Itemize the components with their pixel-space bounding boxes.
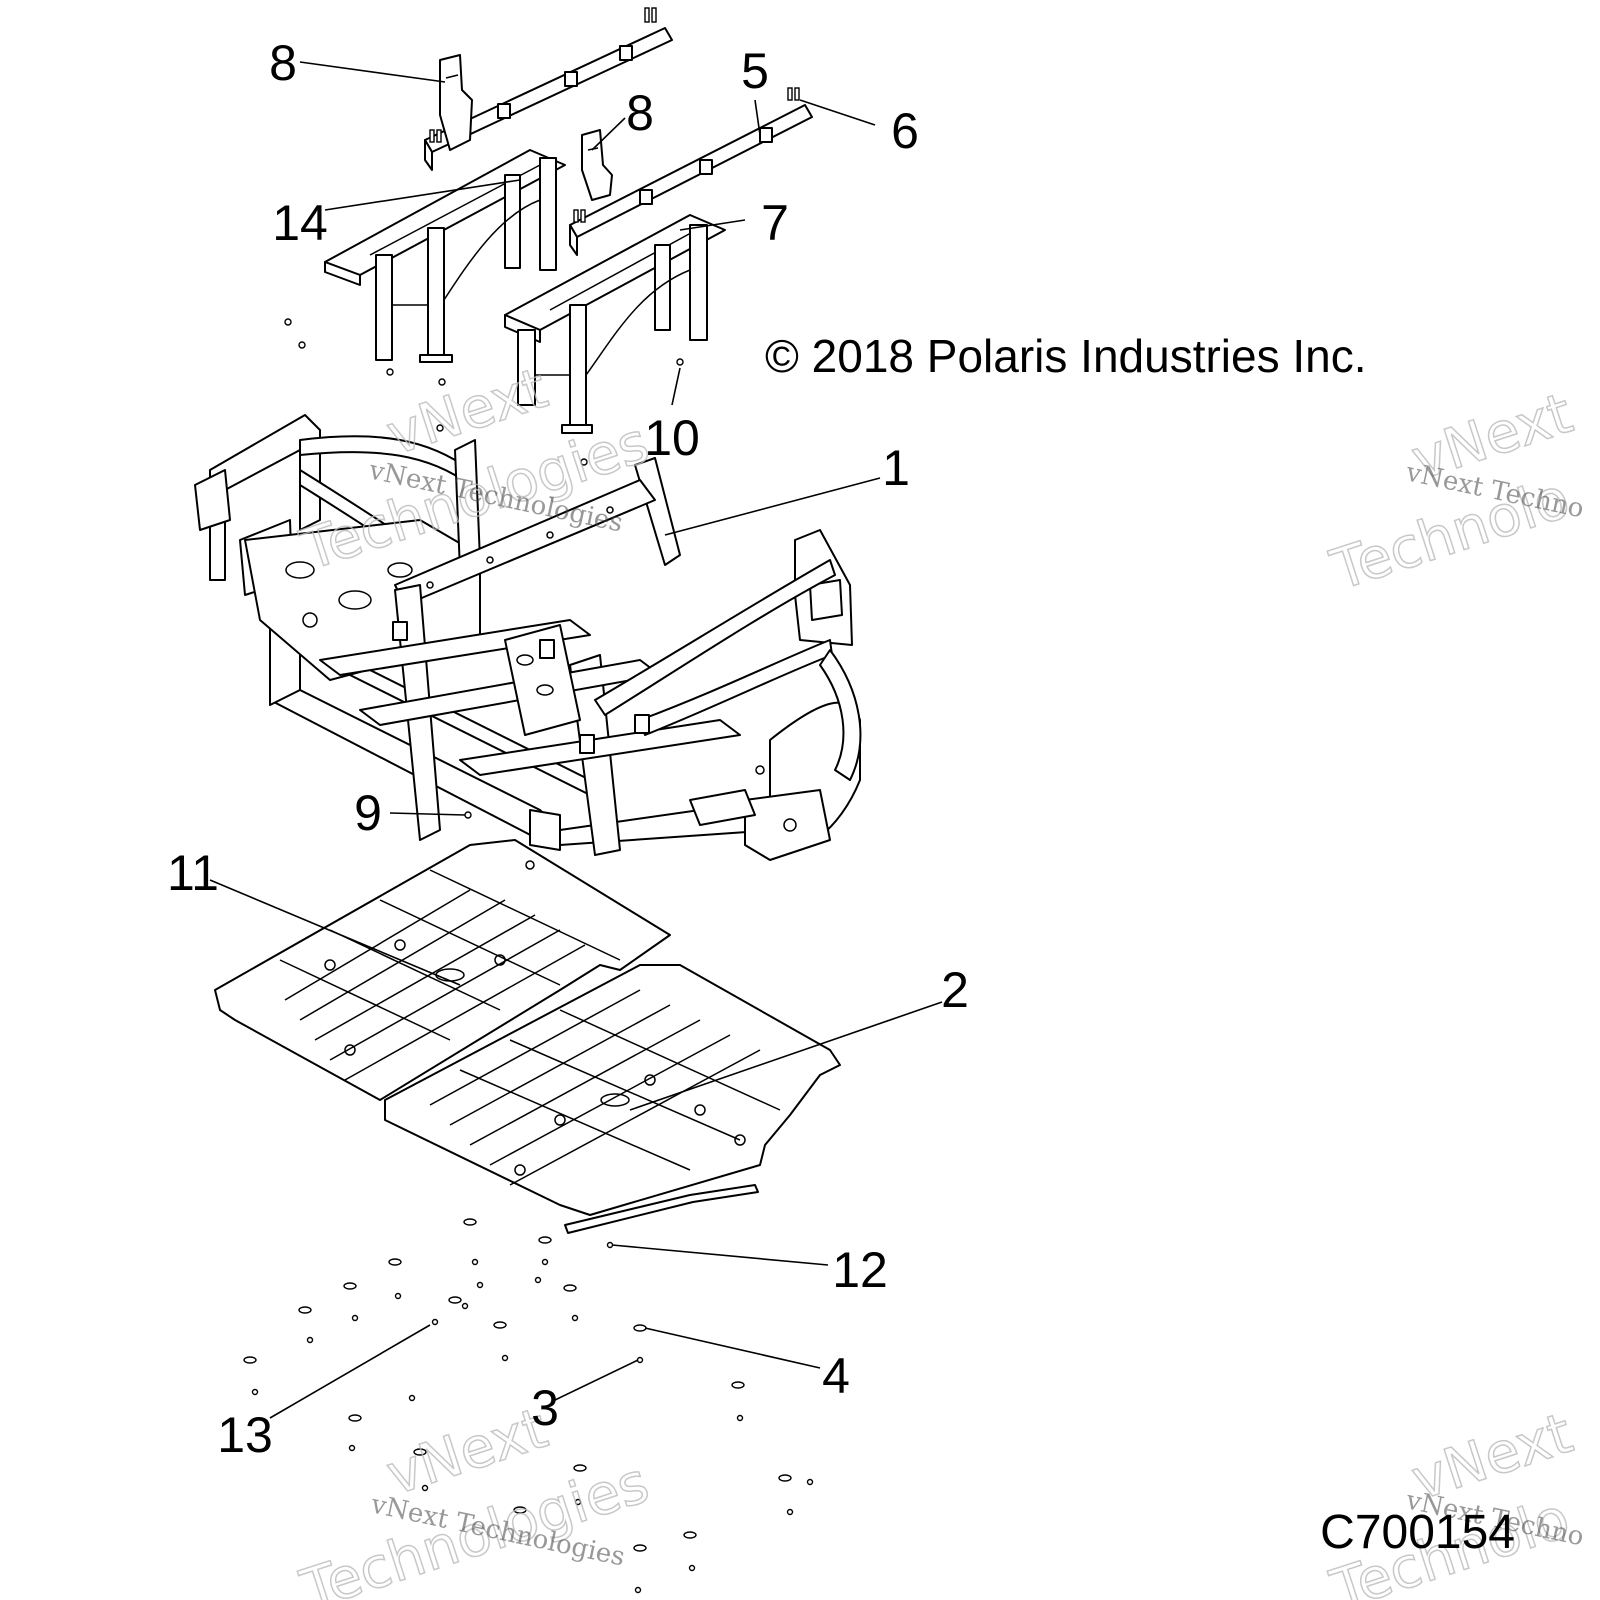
seat-base-right [504, 214, 726, 434]
callout-11: 11 [167, 845, 219, 901]
upper-rail-right [569, 104, 813, 256]
callout-labels: 1 2 3 4 5 6 7 8 8 9 10 11 12 13 14 [167, 35, 969, 1463]
floor-hardware [243, 1218, 814, 1594]
rail-bolts [429, 7, 800, 223]
callout-9: 9 [354, 785, 382, 841]
floor-panel-front [384, 964, 841, 1216]
watermark-bottom: vNext Technologies vNext Technologies [293, 1395, 658, 1600]
callout-10: 10 [644, 410, 700, 466]
floor-seal-strip [564, 1184, 759, 1234]
callout-6: 6 [891, 103, 919, 159]
callout-12: 12 [832, 1242, 888, 1298]
bracket-upper [439, 54, 473, 151]
frame-fastener [464, 811, 472, 819]
main-frame [194, 414, 862, 861]
bracket-lower [581, 129, 613, 201]
watermark-right: vNext Technolo vNext Techno [1323, 380, 1587, 604]
callout-14: 14 [272, 195, 328, 251]
seat-base-left [324, 149, 566, 363]
callout-2: 2 [941, 962, 969, 1018]
callout-4: 4 [822, 1348, 850, 1404]
copyright-notice: © 2018 Polaris Industries Inc. [765, 330, 1367, 382]
callout-13: 13 [217, 1407, 273, 1463]
callout-1: 1 [882, 440, 910, 496]
upper-rail-left [424, 27, 673, 171]
watermark-bottom-right: vNext Technolo vNext Techno [1323, 1400, 1587, 1600]
callout-7: 7 [761, 195, 789, 251]
seat-base-nuts [284, 318, 684, 466]
callout-8-lower: 8 [626, 85, 654, 141]
callout-5: 5 [741, 43, 769, 99]
callout-3: 3 [531, 1380, 559, 1436]
figure-id: C700154 [1320, 1506, 1515, 1559]
callout-8-upper: 8 [269, 35, 297, 91]
leader-lines [209, 61, 943, 1419]
